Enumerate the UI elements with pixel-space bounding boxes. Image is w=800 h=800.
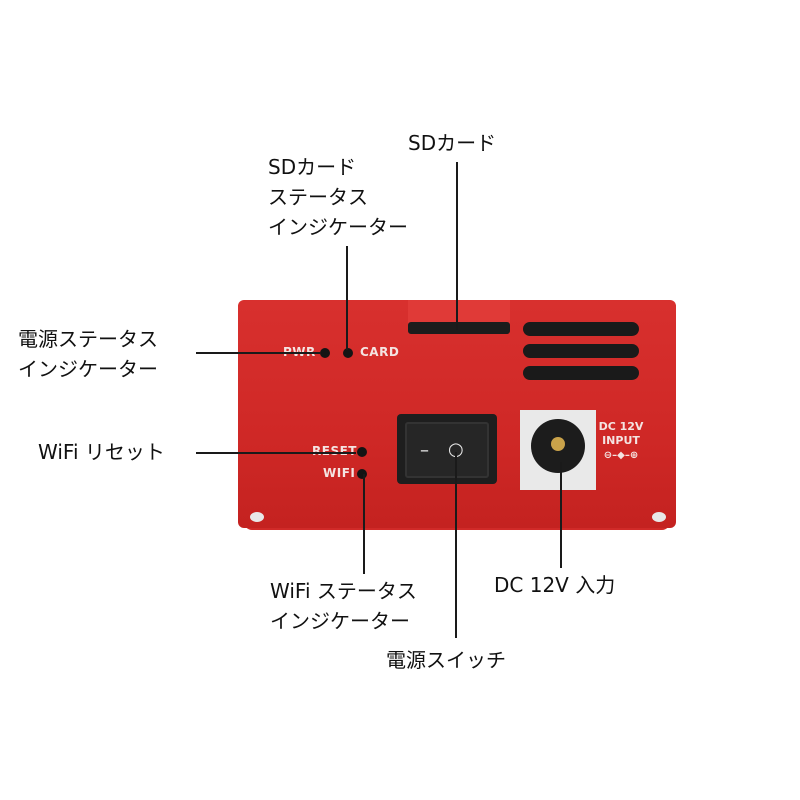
dc-jack-pin [551, 437, 565, 451]
card-led [343, 348, 353, 358]
callout-wifi-reset: WiFi リセット [38, 440, 165, 464]
wifi-led [357, 469, 367, 479]
callout-power-status-line2: インジケーター [18, 357, 158, 381]
switch-on-mark: ○ [448, 439, 464, 460]
card-label: CARD [360, 345, 400, 359]
switch-off-mark: – [420, 440, 429, 461]
leader-wifi-reset [196, 452, 356, 454]
callout-wifi-status-line2: インジケーター [270, 609, 410, 633]
callout-sd-status-line1: SDカード [268, 155, 357, 179]
reset-button [357, 447, 367, 457]
dc-label-line1: DC 12V [598, 420, 644, 433]
polarity-symbol: ⊖–◆–⊕ [603, 450, 639, 461]
wifi-label: WIFI [323, 466, 356, 480]
dc-label-line2: INPUT [602, 434, 640, 447]
callout-power-switch: 電源スイッチ [386, 648, 506, 672]
device-foot-left [250, 512, 264, 522]
leader-power-switch [455, 452, 457, 638]
callout-wifi-status: WiFi ステータス インジケーター [270, 576, 417, 636]
reset-label: RESET [312, 444, 357, 458]
vent-slot-3 [523, 366, 639, 380]
vent-slot-2 [523, 344, 639, 358]
callout-sd-status: SDカード ステータス インジケーター [268, 152, 408, 242]
leader-power-status [196, 352, 320, 354]
sd-card-slot [408, 322, 510, 334]
callout-power-status-line1: 電源ステータス [18, 327, 158, 351]
callout-power-status: 電源ステータス インジケーター [18, 324, 158, 384]
callout-wifi-status-line1: WiFi ステータス [270, 579, 417, 603]
callout-sd-status-line2: ステータス [268, 185, 368, 209]
callout-sd-status-line3: インジケーター [268, 215, 408, 239]
callout-dc-input: DC 12V 入力 [494, 573, 616, 597]
device-foot-right [652, 512, 666, 522]
leader-sd-card [456, 162, 458, 330]
callout-sd-card: SDカード [408, 131, 497, 155]
power-switch-rocker [405, 422, 489, 478]
vent-slot-1 [523, 322, 639, 336]
pwr-led [320, 348, 330, 358]
leader-dc-input [560, 462, 562, 568]
leader-sd-status [346, 246, 348, 350]
leader-wifi-status [363, 474, 365, 574]
